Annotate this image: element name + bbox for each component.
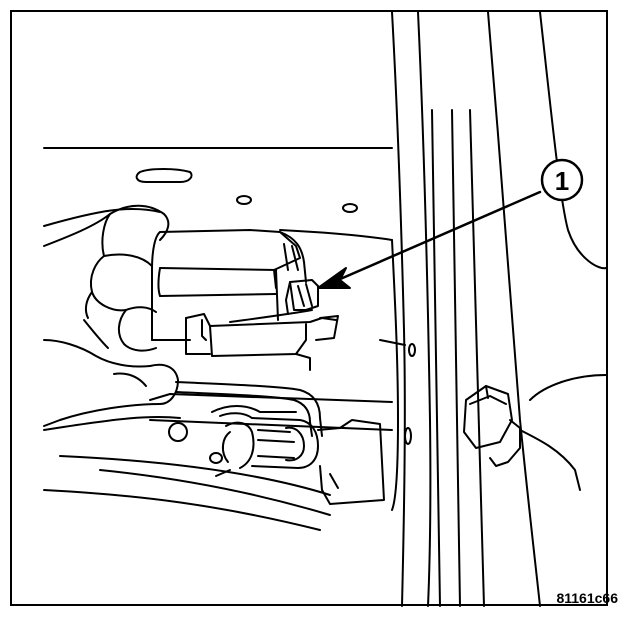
figure-id: 81161c66: [556, 590, 618, 606]
callout-number: 1: [555, 166, 569, 196]
rail-bolt: [463, 385, 521, 467]
module-connector: [285, 279, 319, 315]
frame-rail: [391, 11, 607, 607]
mounting-holes: [135, 168, 416, 464]
sensor-assembly: [211, 405, 385, 505]
callout-circle: [540, 158, 584, 202]
wiring-harness: [175, 381, 323, 437]
callout-leader: [317, 190, 542, 289]
technician-hand: [43, 204, 179, 427]
floor-pan: [43, 147, 406, 531]
control-module: [151, 229, 307, 341]
module-bracket: [185, 309, 339, 371]
